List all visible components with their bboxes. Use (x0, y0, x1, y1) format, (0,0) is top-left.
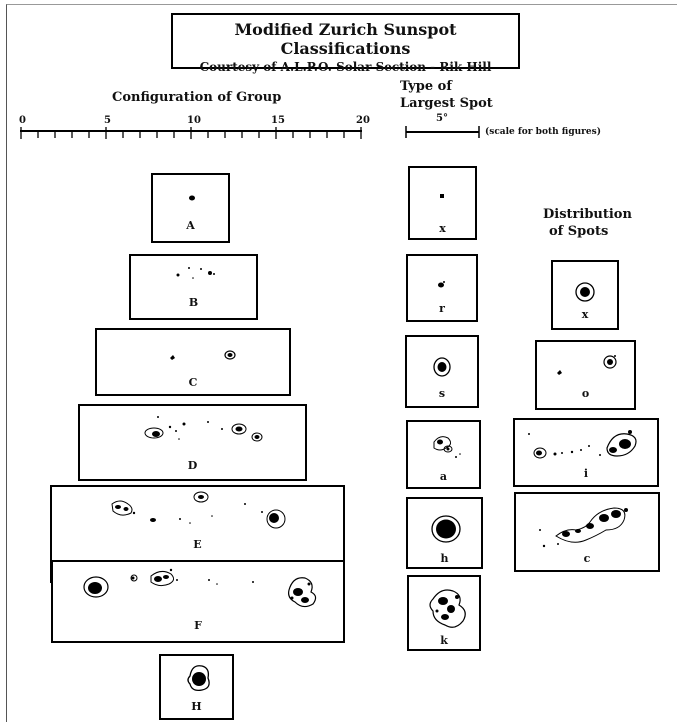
five-degree-scale-bar (405, 126, 480, 138)
largest-spot-heading-line1: Type of (400, 79, 452, 94)
config-label-c: C (188, 376, 198, 389)
distribution-label-c: c (583, 552, 591, 565)
distribution-box-i: i (513, 418, 659, 487)
largest-spot-x (440, 194, 444, 198)
largest-box-k: k (407, 575, 481, 651)
largest-box-s: s (405, 335, 479, 408)
sunspot-group-h (187, 665, 210, 692)
config-label-d: D (187, 459, 198, 472)
largest-box-h: h (406, 497, 483, 569)
sunspot-group-b (176, 267, 215, 279)
largest-label-s: s (438, 387, 446, 400)
largest-label-x: x (439, 222, 446, 235)
distribution-box-x: x (551, 260, 619, 330)
scale-tick-15: 15 (271, 115, 285, 126)
largest-box-a: a (406, 420, 481, 489)
config-box-b: B (129, 254, 258, 320)
page-title: Modified Zurich Sunspot Classifications (234, 20, 457, 58)
config-box-a: A (151, 173, 230, 243)
distribution-spots-x (575, 282, 595, 302)
distribution-spots-i (528, 430, 637, 459)
scale-tick-0: 0 (19, 115, 26, 126)
sunspot-group-c (170, 350, 236, 360)
scale-tick-10: 10 (187, 115, 201, 126)
distribution-heading-line1: Distribution (543, 207, 632, 222)
largest-label-h: h (440, 552, 449, 565)
largest-spot-r (438, 281, 445, 288)
distribution-label-i: i (583, 467, 589, 480)
config-label-b: B (188, 296, 199, 309)
five-degree-label: 5° (436, 113, 448, 124)
config-label-e: E (193, 538, 202, 551)
scale-tick-5: 5 (104, 115, 111, 126)
config-box-f: F (51, 560, 345, 643)
sunspot-group-e (111, 491, 286, 529)
scale-tick-20: 20 (356, 115, 370, 126)
largest-spot-heading-line2: Largest Spot (400, 96, 493, 111)
largest-spot-k (429, 589, 466, 628)
page-frame (6, 4, 677, 722)
largest-label-a: a (439, 470, 448, 483)
config-box-h: H (159, 654, 234, 720)
largest-spot-s (433, 357, 451, 377)
largest-spot-h (431, 515, 461, 543)
config-label-h: H (191, 700, 202, 713)
config-label-f: F (194, 619, 202, 632)
distribution-box-o: o (535, 340, 636, 410)
distribution-spots-o (557, 355, 617, 375)
config-box-d: D (78, 404, 307, 481)
configuration-heading: Configuration of Group (112, 90, 282, 105)
distribution-label-o: o (581, 387, 590, 400)
largest-label-k: k (440, 634, 448, 647)
sunspot-group-f (83, 568, 317, 608)
distribution-spots-c (539, 507, 628, 548)
largest-box-x: x (408, 166, 477, 240)
distribution-heading-line2: of Spots (549, 224, 609, 239)
scale-note: (scale for both figures) (485, 127, 601, 137)
title-box: Modified Zurich Sunspot Classifications … (171, 13, 520, 74)
config-label-a: A (186, 219, 195, 232)
distribution-label-x: x (581, 308, 589, 321)
largest-spot-a (433, 436, 461, 458)
largest-label-r: r (439, 302, 445, 315)
config-box-c: C (95, 328, 291, 396)
sunspot-group-a (189, 195, 195, 201)
largest-box-r: r (406, 254, 478, 322)
distribution-box-c: c (514, 492, 660, 572)
page-subtitle: Courtesy of A.L.P.O. Solar Section - Rik… (199, 60, 492, 74)
sunspot-group-d (144, 416, 263, 442)
